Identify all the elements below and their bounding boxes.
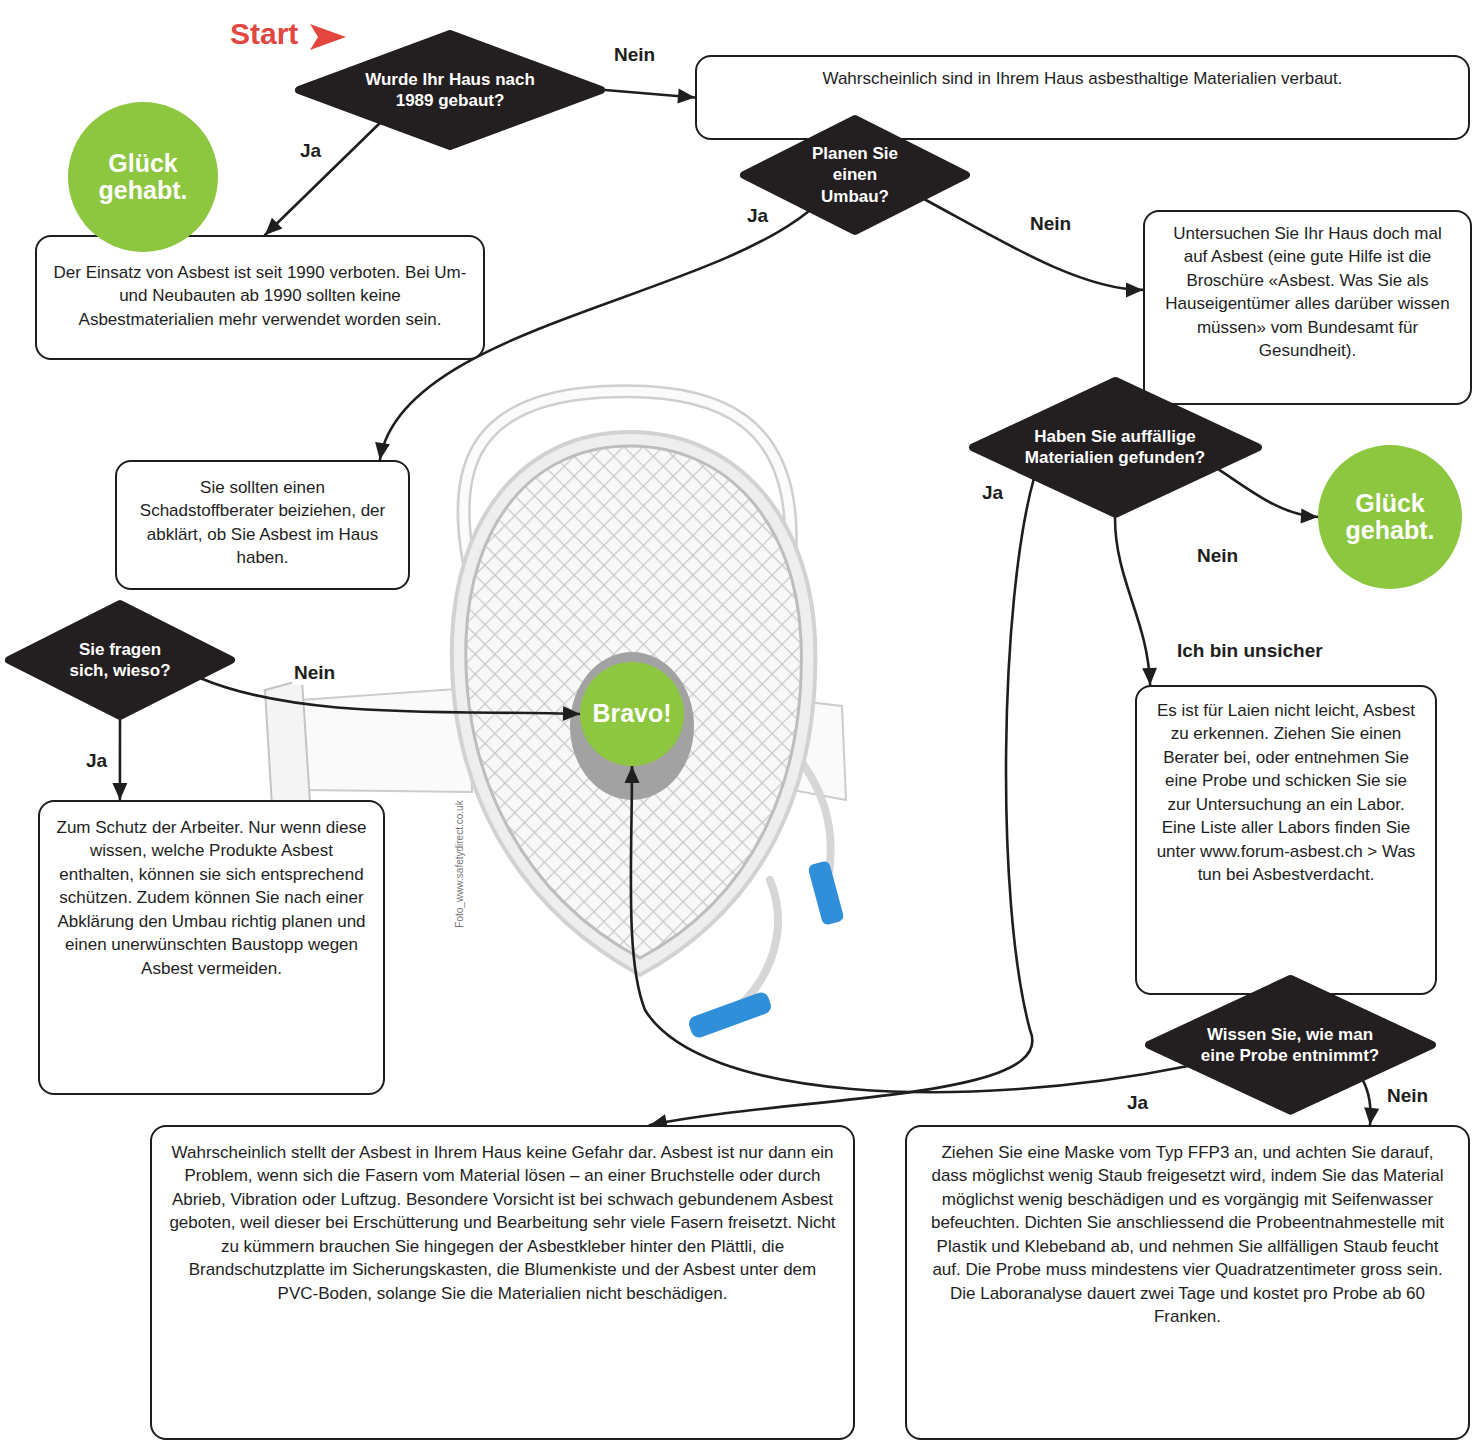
result-circle: Glück gehabt. — [1318, 445, 1462, 589]
connector-line — [265, 123, 380, 235]
connector-line — [200, 678, 580, 714]
diamond-outline — [973, 381, 1258, 514]
edge-label: Ja — [745, 205, 770, 228]
mask-rim — [452, 432, 815, 975]
start-chevron — [310, 24, 346, 50]
arrowhead — [677, 89, 695, 104]
flow-arrow — [1115, 518, 1157, 685]
node-text: Glück gehabt. — [1332, 490, 1448, 545]
edge-label: Ja — [298, 140, 323, 163]
node-text: Bravo! — [584, 700, 680, 728]
diamond-outline — [9, 604, 231, 716]
flow-arrow — [924, 199, 1143, 298]
edge-label: Nein — [1385, 1085, 1430, 1108]
diamond-shape — [5, 600, 235, 720]
diamond-outline — [744, 119, 966, 231]
connector-line — [631, 766, 1188, 1092]
info-box: Sie sollten einen Schadstoffberater beiz… — [115, 460, 410, 590]
decision-diamond: Haben Sie auffällige Materialien gefunde… — [969, 377, 1262, 518]
connector-line — [1115, 518, 1150, 685]
strap-clip — [687, 990, 773, 1039]
node-text: Planen Sie einen Umbau? — [800, 143, 910, 207]
flow-arrow — [650, 479, 1034, 1130]
node-text: Es ist für Laien nicht leicht, Asbest zu… — [1153, 699, 1419, 887]
node-text: Glück gehabt. — [83, 150, 203, 205]
info-box: Es ist für Laien nicht leicht, Asbest zu… — [1135, 685, 1437, 995]
flow-arrow — [265, 123, 380, 235]
result-circle: Glück gehabt. — [68, 102, 218, 252]
flow-arrow — [605, 89, 695, 104]
edge-label: Ich bin unsicher — [1175, 640, 1325, 663]
mask-body — [466, 446, 802, 958]
info-box: Wahrscheinlich sind in Ihrem Haus asbest… — [695, 55, 1470, 140]
info-box: Der Einsatz von Asbest ist seit 1990 ver… — [35, 235, 485, 360]
info-box: Wahrscheinlich stellt der Asbest in Ihre… — [150, 1125, 855, 1440]
info-box: Ziehen Sie eine Maske vom Typ FFP3 an, u… — [905, 1125, 1470, 1440]
edge-label: Ja — [1125, 1092, 1150, 1115]
arrowhead — [375, 442, 390, 460]
edge-label: Ja — [980, 482, 1005, 505]
flow-arrow — [1363, 1080, 1380, 1125]
node-text: Sie sollten einen Schadstoffberater beiz… — [133, 476, 392, 570]
info-box: Untersuchen Sie Ihr Haus doch mal auf As… — [1143, 210, 1472, 405]
arrowhead — [112, 783, 127, 800]
connector-line — [924, 199, 1143, 290]
decision-diamond: Sie fragen sich, wieso? — [5, 600, 235, 720]
edge-label: Ja — [84, 750, 109, 773]
diamond-outline — [1149, 979, 1432, 1111]
node-text: Ziehen Sie eine Maske vom Typ FFP3 an, u… — [923, 1141, 1452, 1329]
arrowhead — [563, 706, 580, 721]
flow-arrow — [200, 678, 580, 721]
diamond-outline — [299, 34, 601, 146]
lower-strap-b — [735, 880, 778, 1010]
node-text: Wahrscheinlich sind in Ihrem Haus asbest… — [713, 67, 1452, 90]
arrowhead — [1301, 509, 1318, 524]
arrowhead — [265, 218, 282, 235]
edge-label: Nein — [1028, 213, 1073, 236]
node-text: Untersuchen Sie Ihr Haus doch mal auf As… — [1161, 222, 1454, 363]
flow-arrow — [112, 720, 127, 800]
node-text: Wurde Ihr Haus nach 1989 gebaut? — [363, 69, 538, 112]
node-text: Der Einsatz von Asbest ist seit 1990 ver… — [53, 261, 467, 331]
connector-line — [650, 479, 1034, 1126]
decision-diamond: Wurde Ihr Haus nach 1989 gebaut? — [295, 30, 605, 150]
arrowhead — [1142, 668, 1157, 685]
node-text: Wahrscheinlich stellt der Asbest in Ihre… — [168, 1141, 837, 1305]
node-text: Sie fragen sich, wieso? — [65, 639, 175, 682]
node-text: Wissen Sie, wie man eine Probe entnimmt? — [1197, 1024, 1382, 1067]
arrowhead — [1364, 1107, 1379, 1125]
strap-clip — [807, 860, 844, 926]
side-band-left — [300, 688, 472, 792]
node-text: Zum Schutz der Arbeiter. Nur wenn diese … — [56, 816, 367, 980]
decision-diamond: Planen Sie einen Umbau? — [740, 115, 970, 235]
flow-arrow — [1218, 469, 1319, 524]
edge-label: Nein — [612, 44, 657, 67]
edge-label: Nein — [292, 662, 337, 685]
edge-label: Nein — [1195, 545, 1240, 568]
arrowhead — [1126, 283, 1143, 298]
exhalation-valve — [570, 652, 694, 800]
start-label: Start — [230, 16, 298, 52]
diamond-shape — [969, 377, 1262, 518]
photo-credit: Foto_www.safetydirect.co.uk — [454, 789, 466, 939]
diamond-shape — [295, 30, 605, 150]
info-box: Zum Schutz der Arbeiter. Nur wenn diese … — [38, 800, 385, 1095]
result-circle: Bravo! — [580, 662, 684, 766]
node-text: Haben Sie auffällige Materialien gefunde… — [1015, 426, 1215, 469]
flow-arrow — [625, 766, 1189, 1092]
arrowhead — [625, 766, 640, 783]
